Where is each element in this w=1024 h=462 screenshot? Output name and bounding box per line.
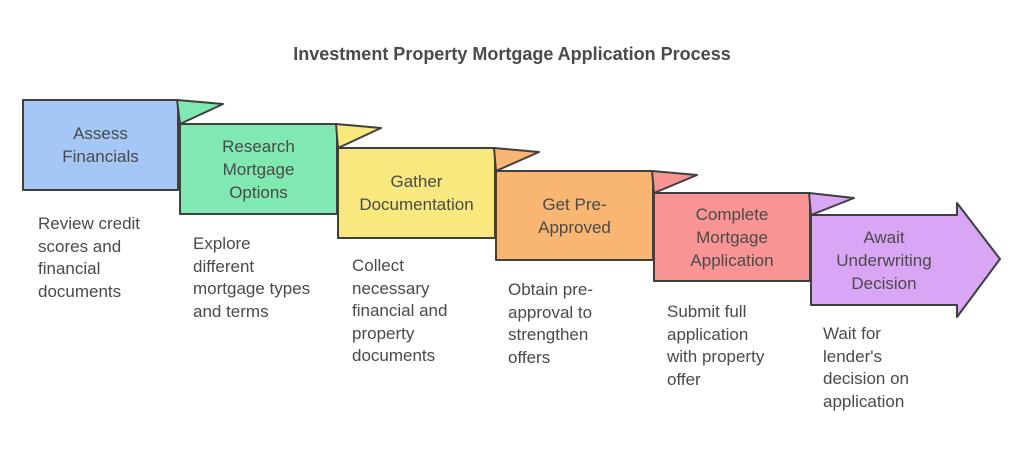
- step-3-box: [337, 147, 496, 239]
- step-2-fold: [176, 99, 224, 125]
- step-5-box: [653, 192, 811, 282]
- step-5-fold: [651, 170, 698, 194]
- step-3-description: Collect necessary financial and property…: [352, 256, 448, 365]
- step-1-box: [22, 99, 179, 191]
- step-4-box: [495, 170, 654, 261]
- step-4-description: Obtain pre- approval to strengthen offer…: [508, 280, 594, 367]
- step-6-arrow: [810, 202, 1001, 318]
- step-4-fold: [493, 147, 540, 172]
- step-6-fold: [808, 192, 855, 216]
- diagram-title: Investment Property Mortgage Application…: [293, 44, 731, 64]
- step-1-description: Review credit scores and financial docum…: [38, 214, 141, 301]
- step-2-description: Explore different mortgage types and ter…: [193, 234, 311, 321]
- step-6-description: Wait for lender's decision on applicatio…: [823, 324, 910, 411]
- step-5-description: Submit full application with property of…: [667, 302, 765, 389]
- step-2-box: [179, 123, 338, 215]
- step-3-fold: [335, 123, 382, 149]
